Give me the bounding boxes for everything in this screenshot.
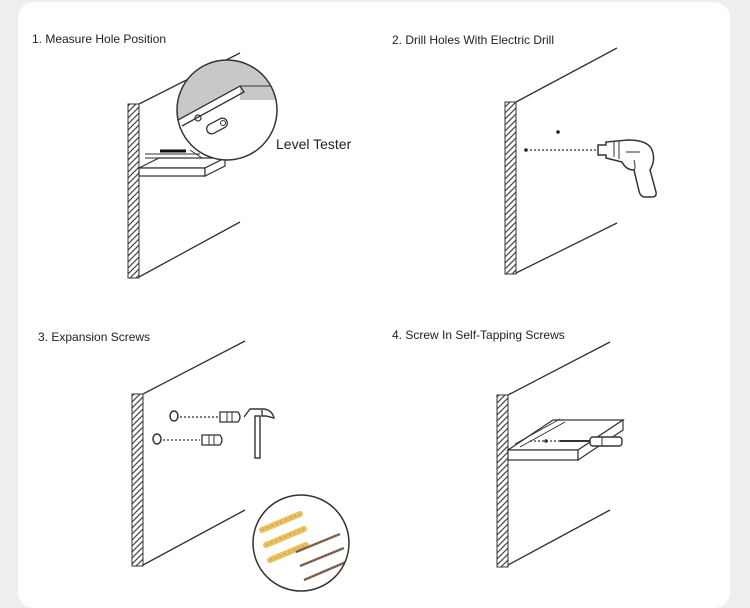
wall-bottom-edge [138,221,241,278]
screwdriver-icon [530,436,623,447]
level-tester-icon [206,117,228,135]
wall-bottom-edge [515,222,618,274]
plastic-plug-icon [259,511,303,533]
wall-section [504,101,517,275]
self-tapping-screw-icon [295,532,341,554]
expansion-anchor-icon [201,434,223,446]
step-2-label: 2. Drill Holes With Electric Drill [392,33,555,47]
wall-section [496,394,509,568]
step-2-illustration [504,47,657,275]
wall-section [131,393,144,567]
wall-top-edge [507,341,611,396]
wall-hole [152,433,162,445]
plastic-plug-icon [267,542,309,563]
expansion-anchor-icon [219,411,241,423]
self-tapping-screw-icon [303,560,347,582]
level-tester-magnifier [176,59,278,161]
plastic-plug-icon [263,526,307,548]
step-4-illustration [496,341,625,568]
wall-bottom-edge [142,509,246,566]
drill-mark-dot [556,130,560,134]
wall-top-edge [142,340,246,395]
wall-top-edge [515,47,618,103]
level-tester-label: Level Tester [276,136,352,152]
wall-section [127,103,140,279]
step-4-label: 4. Screw In Self-Tapping Screws [392,328,565,342]
hammer-icon [243,408,275,459]
wall-bottom-edge [507,509,611,566]
step-3-label: 3. Expansion Screws [38,330,151,344]
wall-hole [169,410,179,422]
self-tapping-screw-icon [299,546,345,568]
electric-drill-icon [597,139,657,198]
step-3-illustration [131,340,350,592]
step-1-illustration [127,52,278,279]
drill-hole-dot [524,148,528,152]
screws-and-plugs-magnifier [252,494,350,592]
shelf [138,149,226,177]
step-1-label: 1. Measure Hole Position [32,32,167,46]
